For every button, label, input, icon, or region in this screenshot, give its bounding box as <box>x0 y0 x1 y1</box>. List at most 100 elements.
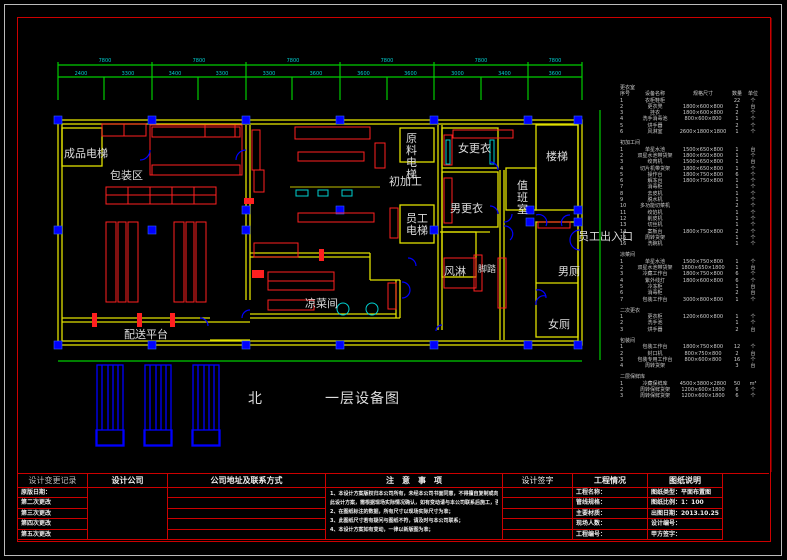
column <box>241 115 251 125</box>
drawing-info-row: 出图日期：2013.10.25 <box>648 508 723 520</box>
legend-section-title: 初加工间 <box>620 140 641 147</box>
project-header: 工程情况 <box>573 474 648 488</box>
column <box>335 205 345 215</box>
note-item: 4、本设计方案如有变动，一律以新版图为准； <box>330 527 434 533</box>
column <box>429 225 439 235</box>
note-item: 1、本设计方案版权归本公司所有，未经本公司书面同意，不得擅自复制或向第三方转让，… <box>330 491 498 497</box>
drawing-info-row: 图纸类型：平面布置图 <box>648 488 723 499</box>
drawing-info-header: 图纸说明 <box>648 474 723 488</box>
column <box>523 115 533 125</box>
column <box>573 217 583 227</box>
dimension-label: 3300 <box>122 71 135 77</box>
room-label-female-wc: 女厕 <box>548 318 570 331</box>
company-cell <box>88 488 168 540</box>
project-row: 主要材质： <box>573 508 648 520</box>
dimension-label: 7800 <box>99 58 112 64</box>
dimension-label: 3300 <box>263 71 276 77</box>
revision-header: 设计变更记录 <box>18 474 88 488</box>
cyan-equipment <box>290 139 495 316</box>
dimension-label: 3400 <box>169 71 182 77</box>
note-item: 3、此图纸尺寸若有疑问与图纸不符，请及时与本公司联系； <box>330 518 464 524</box>
dimension-label: 3600 <box>404 71 417 77</box>
column <box>241 225 251 235</box>
column <box>429 115 439 125</box>
legend-section-title: 二次更衣 <box>620 307 641 314</box>
column <box>335 340 345 350</box>
dimension-label: 7800 <box>381 58 394 64</box>
project-row: 管线规格： <box>573 498 648 509</box>
drawing-title: 一层设备图 <box>325 391 400 407</box>
dimension-label: 3600 <box>357 71 370 77</box>
revision-row: 第四次更改 <box>18 519 88 530</box>
dimension-label: 2400 <box>75 71 88 77</box>
dimension-label: 7800 <box>475 58 488 64</box>
room-label-stairs: 楼梯 <box>546 150 568 163</box>
dimension-label: 3000 <box>451 71 464 77</box>
revision-row: 原版日期： <box>18 488 88 499</box>
sign-row <box>503 498 573 509</box>
packing-room <box>149 124 243 176</box>
sign-row <box>503 529 573 540</box>
column <box>147 115 157 125</box>
revision-row: 第三次更改 <box>18 508 88 520</box>
room-label-raw-lift: 原料电梯 <box>406 132 417 181</box>
sign-row <box>503 488 573 499</box>
notes-body: 1、本设计方案版权归本公司所有，未经本公司书面同意，不得擅自复制或向第三方转让，… <box>326 488 503 540</box>
legend-section-title: 更衣室 <box>620 85 636 91</box>
dimension-label: 3600 <box>310 71 323 77</box>
title-block: 设计变更记录 原版日期：第二次更改第三次更改第四次更改第五次更改 设计公司 公司… <box>18 473 769 540</box>
project-row: 工程名称： <box>573 488 648 499</box>
column <box>53 115 63 125</box>
truck-1 <box>95 364 125 447</box>
column <box>573 340 583 350</box>
dimension-label: 3600 <box>549 71 562 77</box>
drawing-info-row: 设计编号： <box>648 519 723 530</box>
dimension-label: 7800 <box>193 58 206 64</box>
dimension-label: 3300 <box>216 71 229 77</box>
room-label-air-shower: 风淋 <box>444 265 466 278</box>
sign-row <box>503 508 573 520</box>
dimension-label: 7800 <box>549 58 562 64</box>
column <box>525 217 535 227</box>
legend-section-title: 包装间 <box>620 337 636 344</box>
address-row <box>168 529 326 540</box>
room-label-male-locker: 男更衣 <box>450 202 483 215</box>
address-row <box>168 488 326 499</box>
column <box>573 205 583 215</box>
column <box>241 205 251 215</box>
notes-header: 注 意 事 项 <box>326 474 503 488</box>
address-header: 公司地址及联系方式 <box>168 474 326 488</box>
room-label-finished-lift: 成品电梯 <box>64 147 108 160</box>
room-label-staff-entrance: 员工出入口 <box>578 230 633 243</box>
